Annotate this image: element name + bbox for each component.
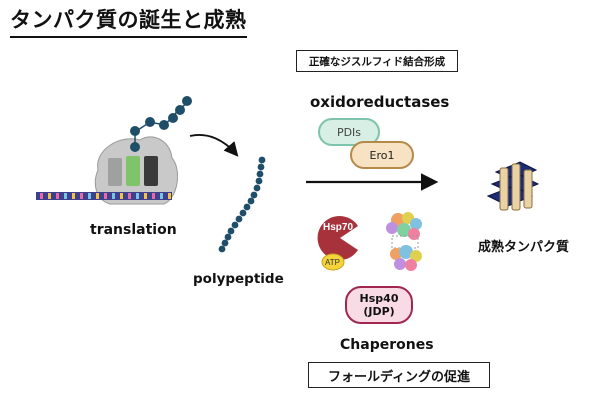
page-title: タンパク質の誕生と成熟 bbox=[10, 4, 247, 38]
chaperones-label: Chaperones bbox=[340, 337, 434, 353]
pdi-label: PDIs bbox=[318, 118, 380, 146]
hsp70-icon: Hsp70 bbox=[317, 216, 358, 260]
translation-label: translation bbox=[90, 222, 177, 238]
ribosome-icon bbox=[94, 136, 179, 205]
hsp70-label: Hsp70 bbox=[323, 222, 353, 233]
jdp-label: (JDP) bbox=[363, 305, 395, 318]
atp-icon: ATP bbox=[321, 253, 345, 271]
disulfide-formation-box: 正確なジスルフィド結合形成 bbox=[296, 50, 458, 72]
polypeptide-chain bbox=[218, 156, 266, 253]
mrna-strand bbox=[36, 192, 172, 200]
polypeptide-label: polypeptide bbox=[193, 271, 284, 287]
atp-label: ATP bbox=[325, 258, 340, 267]
mature-protein-label: 成熟タンパク質 bbox=[478, 240, 570, 255]
oxidoreductases-label: oxidoreductases bbox=[310, 93, 450, 111]
mature-protein-icon bbox=[486, 161, 540, 211]
folding-promotion-box: フォールディングの促進 bbox=[308, 362, 490, 388]
translation-arrow bbox=[189, 134, 239, 157]
hsp40-label: Hsp40 bbox=[359, 292, 399, 305]
ero1-label: Ero1 bbox=[350, 141, 414, 169]
chaperonin-barrel-icon bbox=[386, 212, 422, 271]
hsp40-badge: Hsp40 (JDP) bbox=[345, 286, 413, 324]
nascent-chain bbox=[130, 96, 192, 152]
